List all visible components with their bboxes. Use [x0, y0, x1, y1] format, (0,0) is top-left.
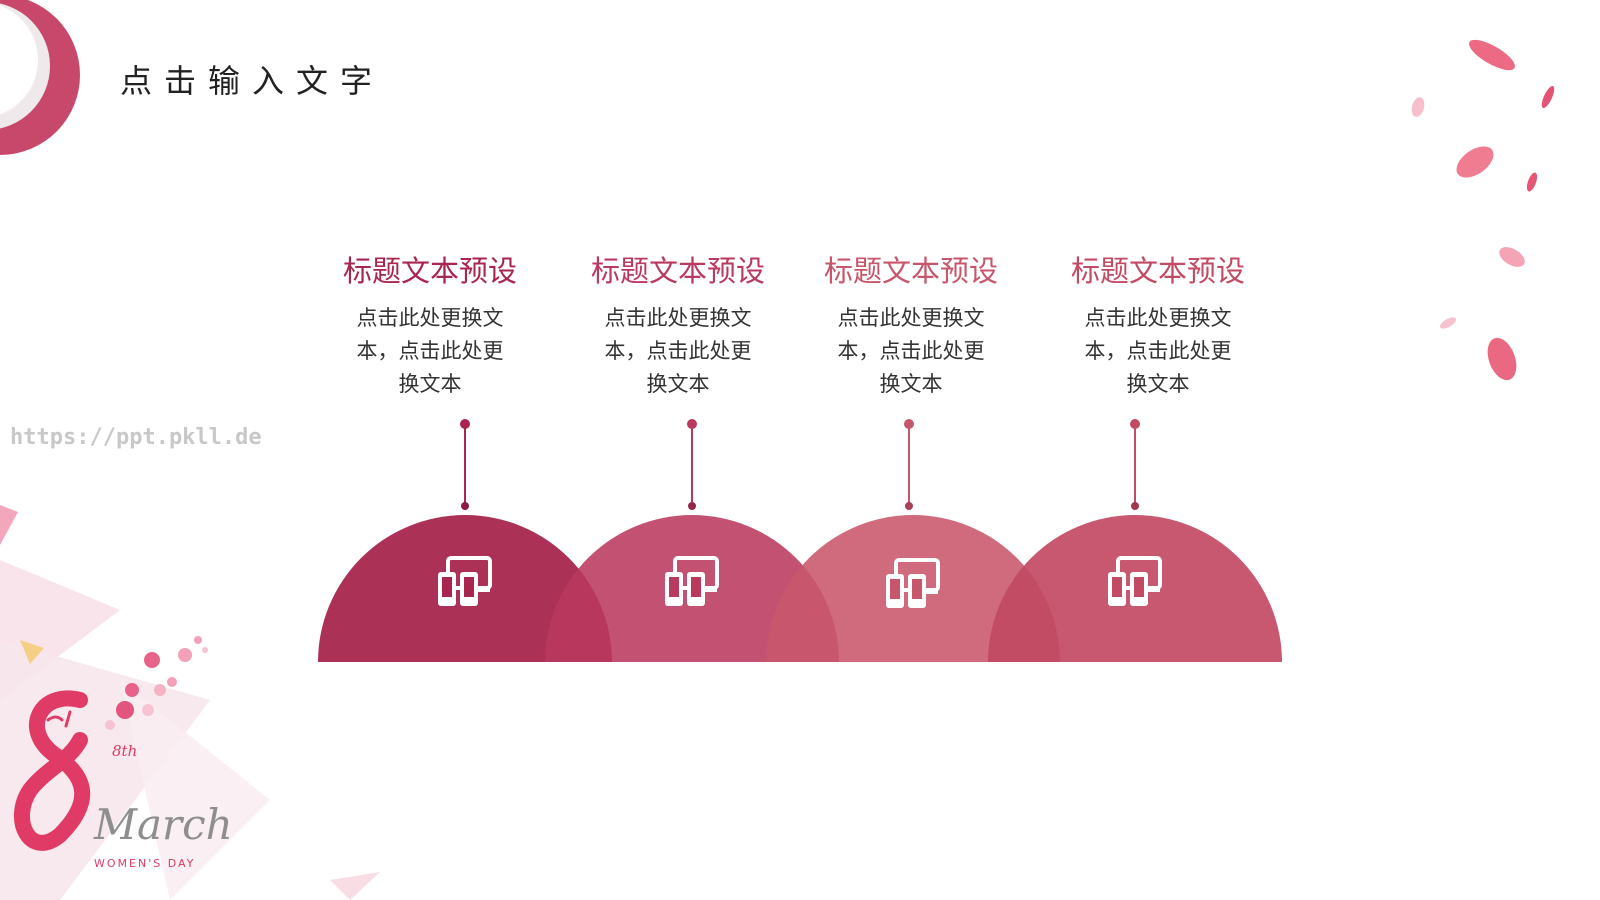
badge-caption: WOMEN'S DAY	[94, 857, 196, 870]
column-4-desc[interactable]: 点击此处更换文 本，点击此处更 换文本	[1084, 306, 1232, 396]
petals-decor	[1411, 39, 1555, 381]
column-3-title[interactable]: 标题文本预设	[823, 254, 998, 288]
column-2-title[interactable]: 标题文本预设	[590, 254, 765, 288]
column-1-desc[interactable]: 点击此处更换文 本，点击此处更 换文本	[356, 306, 504, 396]
badge-date: 8th	[112, 742, 138, 760]
column-4-title[interactable]: 标题文本预设	[1070, 254, 1245, 288]
connector-4	[1130, 419, 1140, 510]
page-title[interactable]: 点击输入文字	[120, 62, 385, 100]
connector-3	[904, 419, 914, 510]
column-2-desc[interactable]: 点击此处更换文 本，点击此处更 换文本	[604, 306, 752, 396]
hearts-decor	[105, 636, 208, 730]
watermark-url: https://ppt.pkll.de	[10, 425, 262, 450]
connector-1	[460, 419, 470, 510]
badge-month: March	[94, 800, 233, 849]
column-1-title[interactable]: 标题文本预设	[342, 254, 517, 288]
badge-eight	[13, 690, 91, 851]
column-3-desc[interactable]: 点击此处更换文 本，点击此处更 换文本	[837, 306, 985, 396]
connector-2	[687, 419, 697, 510]
